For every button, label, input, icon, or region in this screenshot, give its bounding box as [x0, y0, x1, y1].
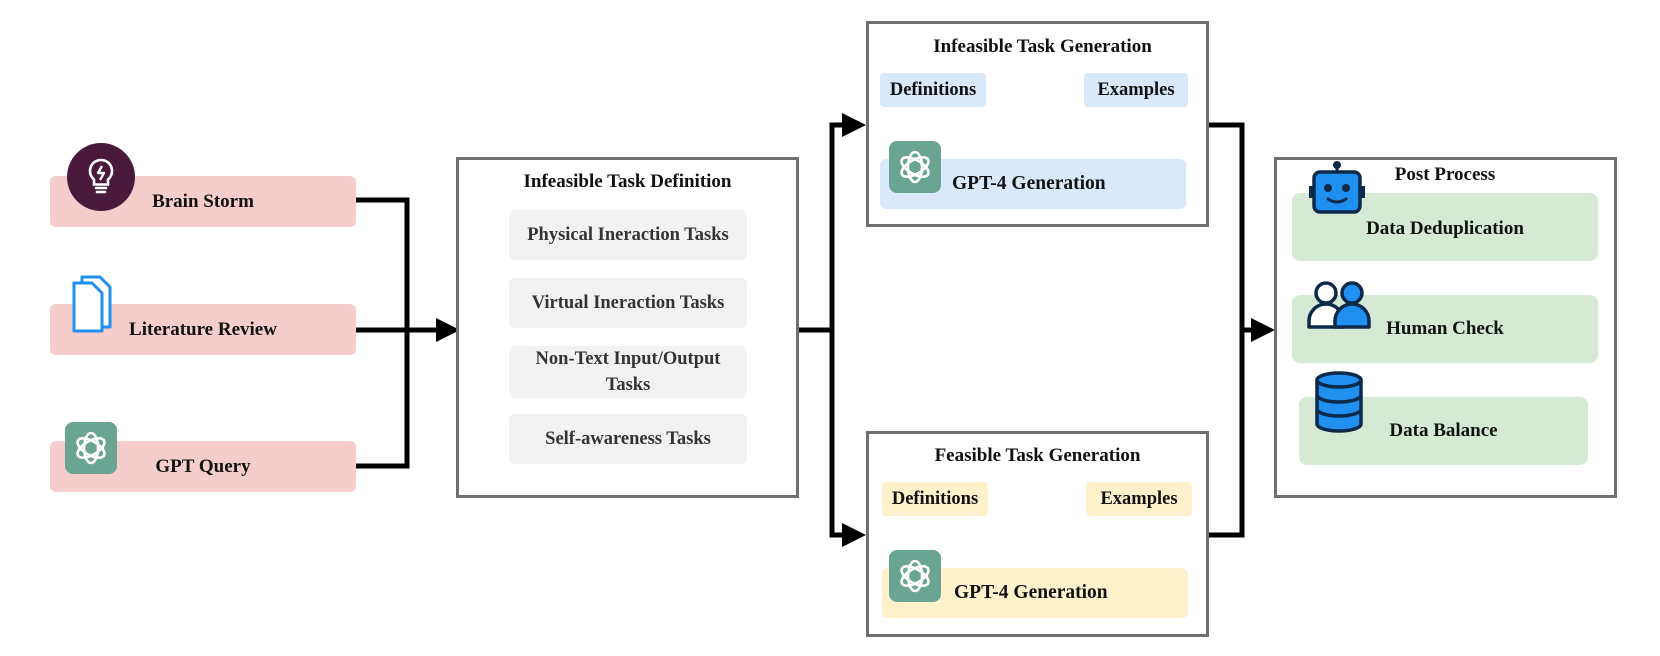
openai-icon [889, 550, 941, 602]
post-process-title: Post Process [1394, 164, 1496, 185]
lightbulb-icon [67, 143, 135, 211]
definition-item: Non-Text Input/Output Tasks [509, 346, 747, 398]
database-icon [1315, 371, 1363, 433]
source-label: GPT Query [155, 455, 251, 477]
connector-gptquery [356, 330, 410, 469]
robot-icon [1309, 161, 1365, 214]
connector-to-infeasible [829, 122, 846, 330]
connector-to-feasible [829, 330, 846, 538]
feasible-definitions-tag: Definitions [882, 482, 988, 516]
feasible-examples-tag: Examples [1086, 482, 1192, 516]
post-item-label: Data Deduplication [1366, 218, 1524, 239]
arrowhead-post [1251, 318, 1275, 342]
gpt4-generation-label: GPT-4 Generation [952, 173, 1106, 194]
source-label: Brain Storm [152, 190, 254, 212]
definition-item: Physical Ineraction Tasks [509, 210, 747, 260]
connector-infeasible-out [1209, 122, 1245, 330]
post-item-deduplication: Data Deduplication [1292, 193, 1598, 261]
documents-icon [72, 275, 112, 333]
definition-item: Virtual Ineraction Tasks [509, 278, 747, 328]
definition-item: Self-awareness Tasks [509, 414, 747, 464]
connector-feasible-out [1209, 330, 1245, 538]
gpt4-generation-label: GPT-4 Generation [954, 582, 1108, 603]
openai-icon [65, 422, 117, 474]
arrowhead-definition [436, 318, 460, 342]
arrowhead-infeasible [842, 113, 866, 137]
definition-title: Infeasible Task Definition [523, 171, 732, 192]
feasible-generation-title: Feasible Task Generation [934, 445, 1141, 466]
source-label: Literature Review [129, 318, 277, 340]
infeasible-examples-tag: Examples [1084, 73, 1188, 107]
post-item-label: Human Check [1386, 318, 1504, 339]
infeasible-definitions-tag: Definitions [880, 73, 986, 107]
connector-brainstorm [356, 197, 410, 330]
arrowhead-feasible [842, 523, 866, 547]
infeasible-generation-title: Infeasible Task Generation [933, 36, 1152, 57]
post-item-label: Data Balance [1389, 420, 1498, 441]
users-icon [1307, 281, 1371, 329]
openai-icon [889, 141, 941, 193]
